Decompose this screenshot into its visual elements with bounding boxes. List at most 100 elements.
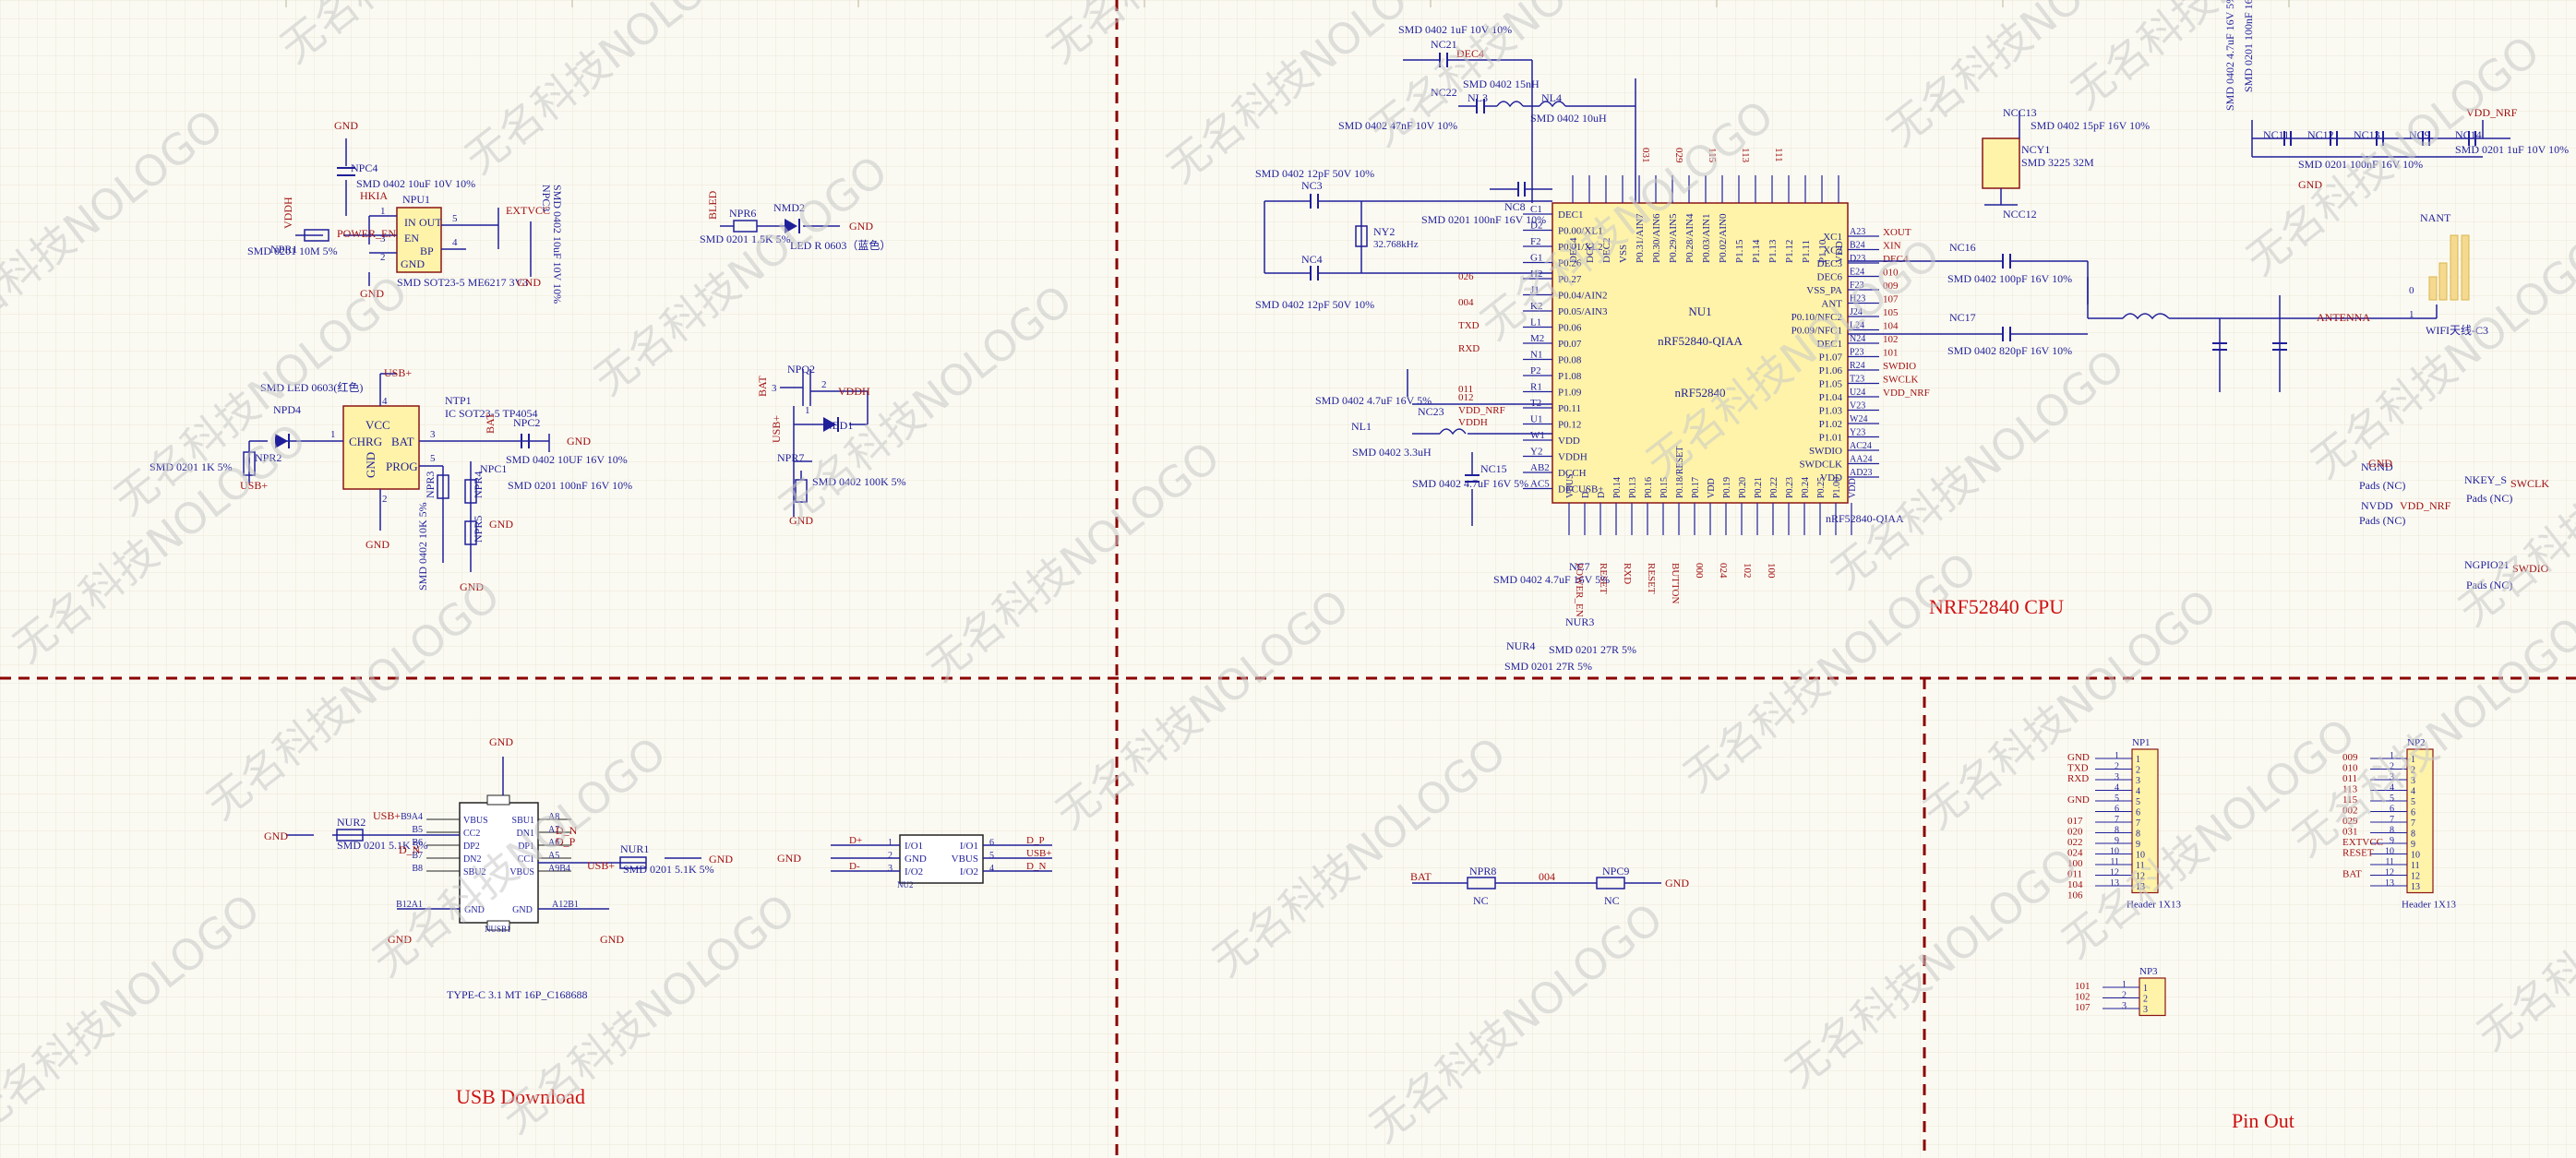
svg-text:SMD 0402 10uF 10V 10%: SMD 0402 10uF 10V 10%: [551, 185, 564, 304]
mcu-pin-label: P1.08: [1558, 371, 1582, 382]
mcu-pin-num: N1: [1530, 350, 1542, 361]
svg-text:NC23: NC23: [1418, 405, 1444, 418]
header-pin-num-out: 6: [2390, 805, 2394, 815]
svg-text:NMD2: NMD2: [773, 201, 805, 214]
mcu-pin-label: P0.30/AIN6: [1651, 213, 1662, 263]
svg-text:5: 5: [430, 453, 436, 464]
mcu-pin-label: VDD: [1820, 472, 1842, 483]
svg-text:SMD 0201 27R 5%: SMD 0201 27R 5%: [1504, 660, 1592, 673]
svg-text:SMD 0402 3.3uH: SMD 0402 3.3uH: [1352, 446, 1432, 459]
mcu-pin-label: P0.29/AIN5: [1668, 213, 1679, 263]
mcu-pin-num: E24: [1850, 268, 1864, 278]
mcu-pin-label: P1.11: [1801, 240, 1812, 263]
mcu-pin-label: VDD: [1558, 436, 1580, 447]
usbc-pin-label: CC2: [463, 829, 480, 839]
ldo-ref: NPU1: [402, 193, 430, 206]
svg-text:USB+: USB+: [587, 859, 615, 872]
svg-text:SMD 0402 12pF 50V 10%: SMD 0402 12pF 50V 10%: [1255, 167, 1374, 180]
mcu-pin-label: P0.09/NFC1: [1791, 326, 1842, 337]
mcu-pin-label: VDD: [1834, 241, 1845, 263]
mcu-body: [1552, 202, 1849, 504]
header-pin-num: 5: [2136, 797, 2140, 807]
header-pin-num-out: 13: [2110, 878, 2119, 889]
mcu-net-label: DEC4: [1883, 254, 1909, 265]
charger-body: [342, 405, 420, 490]
mcu-pin-label: VDD: [1707, 478, 1717, 498]
svg-text:SMD 0402 100pF 16V 10%: SMD 0402 100pF 16V 10%: [1947, 272, 2072, 285]
mcu-pin-label: P1.05: [1819, 379, 1843, 390]
mcu-pin-label: P0.17: [1691, 477, 1701, 498]
svg-text:NCC12: NCC12: [2003, 208, 2037, 221]
header-pin-num: 6: [2136, 808, 2140, 818]
svg-text:GND: GND: [2298, 178, 2322, 191]
header-pin-num: 7: [2136, 818, 2140, 829]
svg-text:SMD 0402 10K 5%: SMD 0402 10K 5%: [416, 502, 429, 591]
mcu-pin-num: L24: [1850, 321, 1864, 331]
header-net: 011: [2342, 773, 2357, 784]
svg-text:SMD 0201 1.5K 5%: SMD 0201 1.5K 5%: [700, 233, 791, 245]
svg-text:GND: GND: [365, 538, 389, 551]
mcu-pin-num: K2: [1530, 301, 1542, 312]
mcu-net-label: 029: [1673, 148, 1684, 163]
header-net: EXTVCC: [2342, 837, 2383, 848]
esd-pin-num: 3: [888, 864, 893, 874]
mcu-net-label: 004: [1458, 297, 1474, 308]
ldo-pin-en: EN: [404, 232, 419, 245]
mcu-pin-label: SWDIO: [1809, 446, 1842, 457]
ldo-pin-in: IN: [404, 216, 416, 229]
svg-text:3: 3: [380, 233, 386, 245]
svg-text:SMD 0201 100nF 16V 10%: SMD 0201 100nF 16V 10%: [1421, 213, 1546, 226]
mcu-pin-label: VSS_PA: [1806, 285, 1842, 296]
svg-text:NL3: NL3: [1468, 91, 1488, 104]
header-desc: Header 1X13: [2402, 900, 2456, 911]
svg-text:1: 1: [805, 405, 810, 416]
svg-text:4: 4: [452, 237, 458, 248]
svg-text:NPC3: NPC3: [540, 185, 553, 211]
svg-text:GND: GND: [360, 287, 384, 300]
svg-text:DEC4: DEC4: [1456, 47, 1484, 60]
svg-text:NUR1: NUR1: [620, 842, 649, 855]
usbc-pin-label: VBUS: [463, 816, 488, 826]
svg-text:Pads (NC): Pads (NC): [2466, 579, 2512, 591]
esd-pin-num: 5: [989, 851, 994, 861]
header-net: 011: [2067, 869, 2082, 880]
mcu-pin-label: D-: [1581, 488, 1591, 498]
svg-text:NC: NC: [1473, 894, 1489, 907]
header-net: 107: [2075, 1002, 2091, 1013]
svg-text:SMD 0201 100nF 16V 10%: SMD 0201 100nF 16V 10%: [2298, 158, 2423, 171]
svg-text:SWDIO: SWDIO: [2512, 562, 2549, 575]
svg-text:GND: GND: [334, 119, 358, 132]
mcu-pin-label: P1.13: [1767, 239, 1779, 263]
header-pin-num: 5: [2411, 797, 2415, 807]
header-pin-num-out: 5: [2115, 794, 2119, 804]
mcu-pin-label: P0.25: [1816, 477, 1827, 498]
mcu-net-label: 100: [1766, 563, 1777, 579]
mcu-pin-num: J24: [1850, 307, 1863, 317]
header-pin-num: 12: [2136, 872, 2145, 882]
usbc-pin-label: GND: [464, 905, 485, 915]
mcu-pin-num: AC24: [1850, 441, 1872, 451]
mcu-pin-label: P0.12: [1558, 420, 1581, 431]
mcu-pin-label: P0.26: [1558, 258, 1582, 269]
mcu-pin-label: P0.07: [1558, 339, 1582, 350]
header-pin-num-out: 9: [2115, 836, 2119, 846]
esd-pin-num: 6: [989, 838, 994, 848]
svg-text:NPQ2: NPQ2: [787, 363, 815, 376]
mcu-net-label: XOUT: [1883, 227, 1911, 238]
svg-text:GND: GND: [388, 933, 412, 946]
power-path: NPQ2 NBD1 NPR7 SMD 0402 100K 5% VDDH BAT…: [756, 363, 906, 527]
svg-text:SMD 0402 15pF 16V 10%: SMD 0402 15pF 16V 10%: [2031, 119, 2150, 132]
svg-text:NUR3: NUR3: [1565, 615, 1594, 628]
svg-text:GND: GND: [600, 933, 624, 946]
mcu-pin-label: P0.19: [1722, 477, 1732, 498]
mcu-pin-num: U24: [1850, 388, 1865, 398]
ldo-regulator: IN EN GND OUT BP 1 3 2 5 4 NPU1 SMD SOT2…: [247, 119, 564, 304]
svg-text:VDD_NRF: VDD_NRF: [2466, 106, 2518, 119]
usbc-desc: TYPE-C 3.1 MT 16P_C168688: [447, 988, 587, 1001]
header-pin-num-out: 6: [2115, 805, 2119, 815]
svg-text:NL4: NL4: [1541, 91, 1562, 104]
mcu-pin-num: T2: [1530, 398, 1541, 409]
